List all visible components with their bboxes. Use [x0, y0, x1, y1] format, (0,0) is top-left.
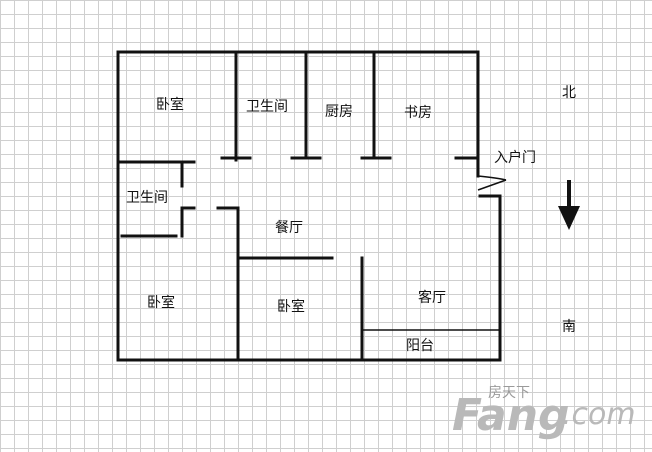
- label-bathroom-left: 卫生间: [126, 190, 168, 206]
- arrow-down-icon: [558, 180, 580, 230]
- compass-north-label: 北: [562, 85, 576, 101]
- label-bedroom-middle: 卧室: [277, 298, 305, 315]
- watermark-logo: 房天下 Fang .com: [452, 385, 636, 441]
- label-living-room: 客厅: [418, 289, 446, 306]
- label-dining: 餐厅: [275, 220, 303, 236]
- watermark-domain: .com: [562, 397, 636, 432]
- label-study: 书房: [404, 105, 432, 121]
- label-bathroom-top: 卫生间: [246, 99, 288, 115]
- label-entry-door: 入户门: [494, 149, 536, 166]
- label-kitchen: 厨房: [325, 104, 353, 120]
- entry-door-swing: [477, 175, 507, 191]
- watermark-logo-text: Fang: [452, 390, 570, 441]
- watermark-sub-text: 房天下: [488, 385, 530, 401]
- label-bedroom-top-left: 卧室: [156, 96, 184, 113]
- label-bedroom-bottom-left: 卧室: [147, 294, 175, 311]
- walls: [116, 50, 502, 362]
- label-balcony: 阳台: [406, 338, 434, 354]
- compass-south-label: 南: [562, 319, 576, 335]
